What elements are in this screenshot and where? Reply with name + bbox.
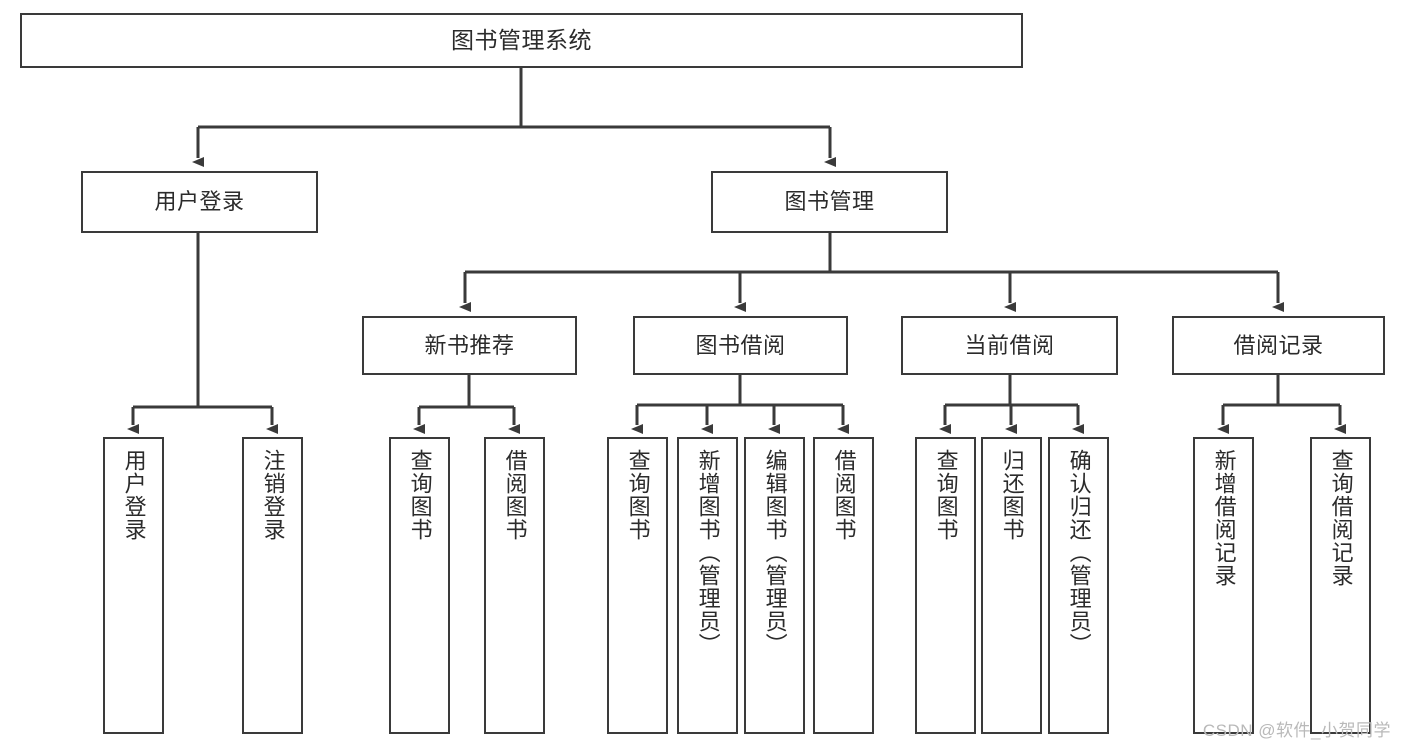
node-label: 新书推荐 — [424, 332, 515, 358]
node-user-login[interactable]: 用户登录 — [81, 171, 318, 233]
node-label: 新增借阅记录 — [1211, 449, 1237, 587]
node-label: 当前借阅 — [964, 332, 1055, 358]
node-leaf-borrow-book-newbook[interactable]: 借阅图书 — [484, 437, 545, 734]
node-label: 新增图书（管理员） — [695, 449, 721, 656]
node-leaf-query-borrow-record[interactable]: 查询借阅记录 — [1310, 437, 1371, 734]
node-leaf-borrow-book[interactable]: 借阅图书 — [813, 437, 874, 734]
node-label: 确认归还（管理员） — [1066, 449, 1092, 656]
node-label: 图书借阅 — [695, 332, 786, 358]
node-book-borrowing[interactable]: 图书借阅 — [633, 316, 848, 375]
node-leaf-query-book-borrow[interactable]: 查询图书 — [607, 437, 668, 734]
node-label: 查询图书 — [625, 449, 651, 541]
node-label: 图书管理 — [784, 189, 875, 215]
node-book-management[interactable]: 图书管理 — [711, 171, 948, 233]
node-label: 借阅图书 — [831, 449, 857, 541]
node-new-book-recommendation[interactable]: 新书推荐 — [362, 316, 577, 375]
node-leaf-return-book[interactable]: 归还图书 — [981, 437, 1042, 734]
watermark: CSDN @软件_小贺同学 — [1202, 721, 1391, 740]
node-label: 查询图书 — [407, 449, 433, 541]
node-borrowing-record[interactable]: 借阅记录 — [1172, 316, 1385, 375]
node-label: 查询借阅记录 — [1328, 449, 1354, 587]
node-label: 注销登录 — [260, 449, 286, 541]
node-leaf-confirm-return-admin[interactable]: 确认归还（管理员） — [1048, 437, 1109, 734]
node-current-borrowing[interactable]: 当前借阅 — [901, 316, 1118, 375]
node-label: 编辑图书（管理员） — [762, 449, 788, 656]
node-label: 查询图书 — [933, 449, 959, 541]
node-label: 归还图书 — [999, 449, 1025, 541]
node-label: 用户登录 — [121, 449, 147, 541]
node-leaf-add-borrow-record[interactable]: 新增借阅记录 — [1193, 437, 1254, 734]
node-leaf-logout[interactable]: 注销登录 — [242, 437, 303, 734]
node-label: 图书管理系统 — [451, 26, 592, 53]
node-leaf-add-book-admin[interactable]: 新增图书（管理员） — [677, 437, 738, 734]
node-label: 用户登录 — [154, 189, 245, 215]
node-leaf-edit-book-admin[interactable]: 编辑图书（管理员） — [744, 437, 805, 734]
node-root-book-management-system[interactable]: 图书管理系统 — [20, 13, 1023, 68]
node-leaf-user-login[interactable]: 用户登录 — [103, 437, 164, 734]
node-leaf-query-book-current[interactable]: 查询图书 — [915, 437, 976, 734]
node-label: 借阅记录 — [1233, 332, 1324, 358]
node-label: 借阅图书 — [502, 449, 528, 541]
node-leaf-query-book-newbook[interactable]: 查询图书 — [389, 437, 450, 734]
